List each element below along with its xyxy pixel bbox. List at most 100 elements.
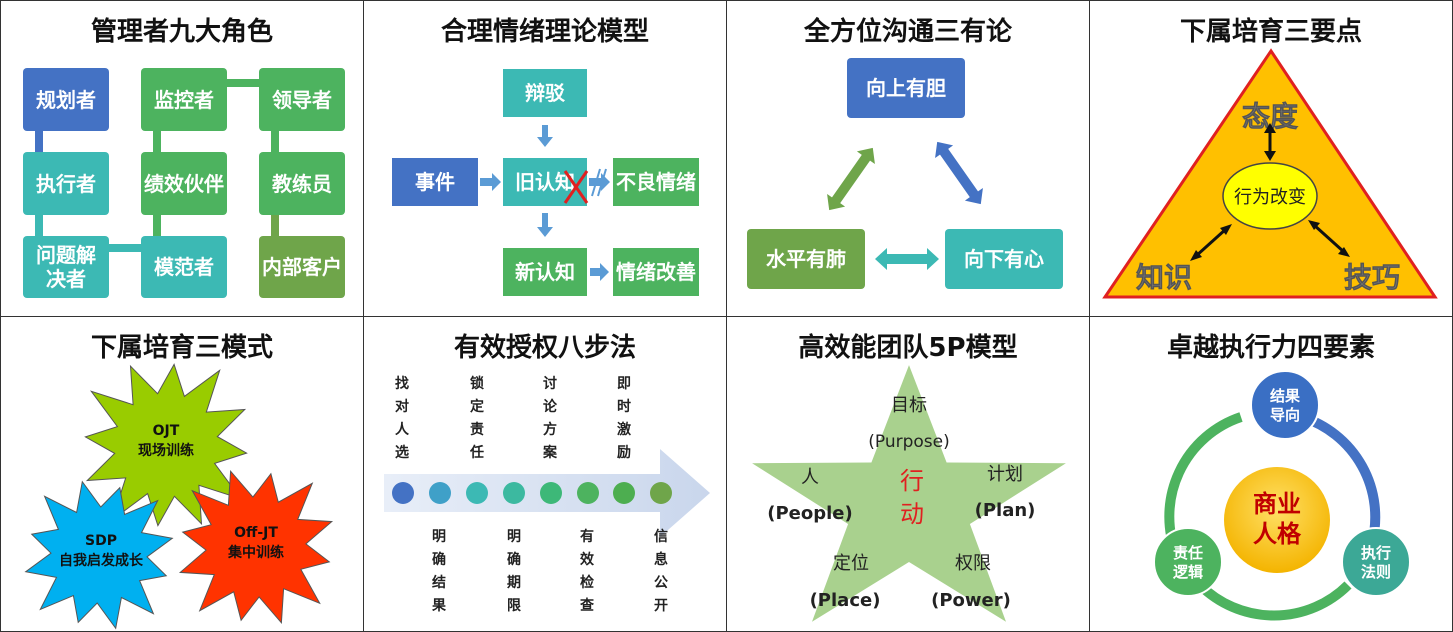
panel2-arrows [480, 125, 610, 281]
panel-delegation-steps: 有效授权八步法 找对人选 锁定责任 讨论方案 即时激励 明确结果 明确期限 有效… [363, 316, 727, 632]
plan-cn: 计划 [987, 464, 1023, 485]
ring-arc [1300, 412, 1381, 545]
panel4-triangle: 行为改变 态度 知识 技巧 [1102, 48, 1438, 299]
box-emotion-improve: 情绪改善 [613, 248, 699, 296]
step-dot [429, 482, 451, 504]
purpose-cn: 目标 [891, 395, 927, 416]
double-arrow-icon [1308, 220, 1350, 257]
role-executor: 执行者 [23, 152, 109, 215]
step-label-top: 即时激励 [617, 376, 631, 461]
panel4-title: 下属培育三要点 [1179, 17, 1362, 47]
panel6-title: 有效授权八步法 [453, 333, 636, 363]
role-performance-partner: 绩效伙伴 [141, 152, 227, 215]
panel5-title: 下属培育三模式 [90, 333, 273, 363]
burst-ojt-shape [84, 363, 248, 527]
sdp-desc: 自我启发成长 [59, 552, 144, 569]
block-mark-icon [591, 168, 601, 197]
box-horizontal: 水平有肺 [747, 229, 865, 289]
center-ellipse [1222, 162, 1318, 230]
arrow-right-icon [480, 173, 501, 191]
node-result [1250, 370, 1320, 440]
step-label-top: 找对人选 [395, 376, 409, 461]
cross-icon [563, 170, 589, 204]
step-label-top: 锁定责任 [470, 376, 484, 461]
box-rebut: 辩驳 [503, 69, 587, 117]
result-label-2: 导向 [1270, 406, 1300, 424]
panel1-connectors [35, 79, 279, 252]
step-dot [540, 482, 562, 504]
center-label: 行为改变 [1234, 187, 1306, 208]
arrow-right-icon [590, 263, 609, 281]
step-dot [466, 482, 488, 504]
role-coach: 教练员 [259, 152, 345, 215]
role-planner: 规划者 [23, 68, 109, 131]
star-shape [752, 365, 1066, 622]
resp-label-2: 逻辑 [1173, 563, 1203, 581]
panel-5p-model: 高效能团队5P模型 目标 (Purpose) 人 (People) 计划 (Pl… [726, 316, 1090, 632]
role-leader: 领导者 [259, 68, 345, 131]
connector [35, 129, 43, 154]
box-upward: 向上有胆 [847, 58, 965, 118]
step-label-top: 讨论方案 [543, 376, 557, 461]
panel1-title: 管理者九大角色 [90, 17, 273, 47]
step-label-bottom: 有效检查 [580, 529, 594, 614]
step-dot [577, 482, 599, 504]
center-label-2: 人格 [1253, 520, 1302, 548]
exec-label-1: 执行 [1361, 544, 1391, 562]
step-dot [503, 482, 525, 504]
arrow-right-icon [589, 173, 610, 191]
result-label-1: 结果 [1270, 387, 1301, 405]
role-internal-customer: 内部客户 [259, 236, 345, 298]
connector [153, 129, 161, 154]
ojt-label: OJT [153, 423, 180, 439]
panel3-arrows [827, 141, 983, 270]
purpose-en: (Purpose) [868, 432, 950, 452]
exec-label-2: 法则 [1361, 563, 1391, 581]
connector [35, 213, 43, 238]
double-arrow-icon [827, 147, 875, 211]
center-label-1: 商业 [1253, 490, 1301, 518]
power-en: (Power) [931, 590, 1011, 611]
label-knowledge: 知识 [1136, 261, 1192, 294]
sdp-label: SDP [85, 533, 117, 549]
double-arrow-icon [1264, 123, 1276, 161]
node-execution [1341, 527, 1411, 597]
double-arrow-icon [875, 248, 939, 270]
step-label-bottom: 信息公开 [654, 529, 668, 614]
panel3-title: 全方位沟通三有论 [803, 17, 1012, 47]
people-cn: 人 [801, 467, 819, 488]
box-event: 事件 [392, 158, 478, 206]
panel5-bursts: OJT 现场训练 SDP 自我启发成长 Off-JT 集中训练 [24, 363, 334, 630]
panel6-arrow [384, 449, 710, 537]
connector [109, 244, 141, 252]
panel8-cycle: 商业 人格 结果 导向 责任 逻辑 执行 法则 [1153, 370, 1411, 621]
resp-label-1: 责任 [1173, 544, 1203, 562]
step-label-bottom: 明确结果 [432, 529, 446, 614]
double-arrow-icon [935, 141, 983, 205]
connector [153, 213, 161, 238]
box-bad-emotion: 不良情绪 [613, 158, 699, 206]
step-label-bottom: 明确期限 [507, 529, 521, 614]
double-arrow-icon [1190, 224, 1232, 261]
node-responsibility [1153, 527, 1223, 597]
panel8-title: 卓越执行力四要素 [1166, 333, 1375, 363]
step-dot [392, 482, 414, 504]
ojt-desc: 现场训练 [138, 442, 194, 459]
burst-sdp-shape [24, 480, 174, 630]
burst-offjt-shape [178, 469, 334, 625]
connector [271, 129, 279, 154]
center-action-2: 动 [900, 500, 924, 528]
arrow-down-icon [537, 213, 553, 237]
panel-execution-elements: 卓越执行力四要素 商业 人格 结果 导向 责任 逻辑 执行 法则 [1089, 316, 1453, 632]
ring-arc [1196, 581, 1352, 621]
role-problem-solver: 问题解决者 [23, 236, 109, 298]
panel-nine-roles: 管理者九大角色 规划者 监控者 领导者 执行者 绩效伙伴 教练员 问题解决者 模… [0, 0, 364, 317]
panel-cultivation-points: 下属培育三要点 行为改变 态度 知识 技巧 [1089, 0, 1453, 317]
panel7-star: 目标 (Purpose) 人 (People) 计划 (Plan) 定位 (Pl… [752, 365, 1066, 622]
place-en: (Place) [810, 590, 881, 611]
panel-cultivation-modes: 下属培育三模式 OJT 现场训练 SDP 自我启发成长 Off-JT 集中训练 [0, 316, 364, 632]
offjt-label: Off-JT [234, 525, 278, 541]
plan-en: (Plan) [975, 500, 1036, 521]
step-dot [613, 482, 635, 504]
label-skill: 技巧 [1344, 261, 1400, 294]
